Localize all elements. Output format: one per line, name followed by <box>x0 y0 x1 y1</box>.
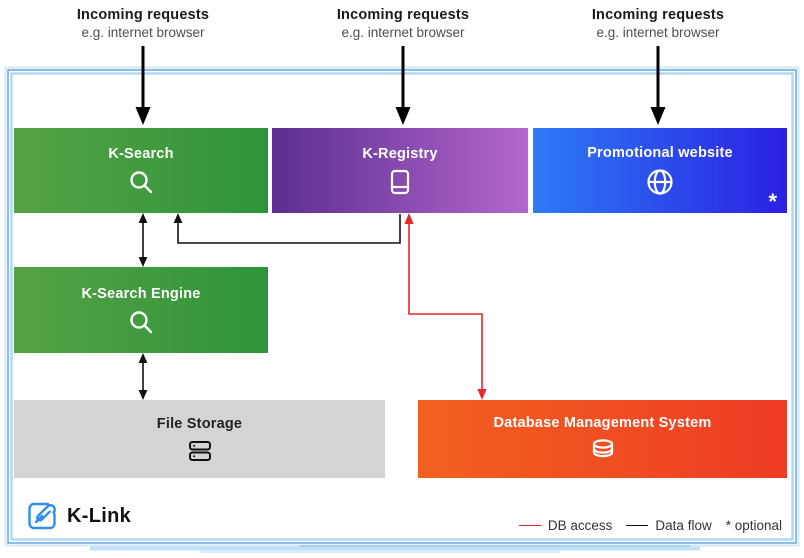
k-search-box[interactable]: K-Search <box>14 128 268 213</box>
search-icon <box>130 310 153 333</box>
legend-db-access: DB access <box>518 518 613 533</box>
k-search-engine-box[interactable]: K-Search Engine <box>14 267 268 353</box>
optional-asterisk: * <box>768 189 777 214</box>
promotional-website-label: Promotional website <box>587 145 733 161</box>
engine-filestorage-dataflow-arrow <box>138 353 148 400</box>
kregistry-ksearch-dataflow-line <box>173 213 401 244</box>
incoming-arrow-1 <box>135 46 151 125</box>
legend-optional: * optional <box>726 518 782 533</box>
incoming-subtitle: e.g. internet browser <box>341 25 465 40</box>
db-access-label: DB access <box>547 518 613 533</box>
database-icon <box>592 438 613 457</box>
incoming-title: Incoming requests <box>76 7 210 23</box>
db-access-line-swatch <box>518 525 541 526</box>
legend-data-flow: Data flow <box>626 518 712 533</box>
k-link-paperclip-icon <box>28 502 56 530</box>
incoming-requests-label-1: Incoming requests e.g. internet browser <box>33 7 253 40</box>
k-search-engine-label: K-Search Engine <box>81 285 201 302</box>
incoming-subtitle: e.g. internet browser <box>81 25 205 40</box>
dbms-box[interactable]: Database Management System <box>418 400 787 478</box>
ksearch-engine-dataflow-arrow <box>138 213 148 267</box>
file-storage-label: File Storage <box>156 415 243 432</box>
incoming-subtitle: e.g. internet browser <box>596 25 720 40</box>
incoming-arrow-3 <box>650 46 666 125</box>
kregistry-dbms-dbaccess-line <box>404 213 487 400</box>
incoming-requests-label-2: Incoming requests e.g. internet browser <box>293 7 513 40</box>
klink-logo-text: K-Link <box>67 504 132 527</box>
search-icon <box>130 171 153 194</box>
data-flow-line-swatch <box>626 525 649 526</box>
data-flow-label: Data flow <box>655 518 712 533</box>
promotional-website-box[interactable]: Promotional website * <box>533 128 787 213</box>
book-icon <box>390 169 410 195</box>
file-storage-box[interactable]: File Storage <box>14 400 385 478</box>
optional-label: * optional <box>725 518 782 533</box>
incoming-title: Incoming requests <box>336 7 470 23</box>
k-registry-label: K-Registry <box>362 146 438 162</box>
diagram-legend: DB access Data flow * optional <box>518 518 782 533</box>
dbms-label: Database Management System <box>493 414 712 431</box>
server-stack-icon <box>188 440 211 461</box>
k-search-label: K-Search <box>108 146 174 162</box>
k-registry-box[interactable]: K-Registry <box>272 128 528 213</box>
globe-icon <box>647 169 673 195</box>
klink-logo[interactable]: K-Link <box>26 500 131 532</box>
incoming-arrow-2 <box>395 46 411 125</box>
incoming-title: Incoming requests <box>591 7 725 23</box>
incoming-requests-label-3: Incoming requests e.g. internet browser <box>548 7 768 40</box>
